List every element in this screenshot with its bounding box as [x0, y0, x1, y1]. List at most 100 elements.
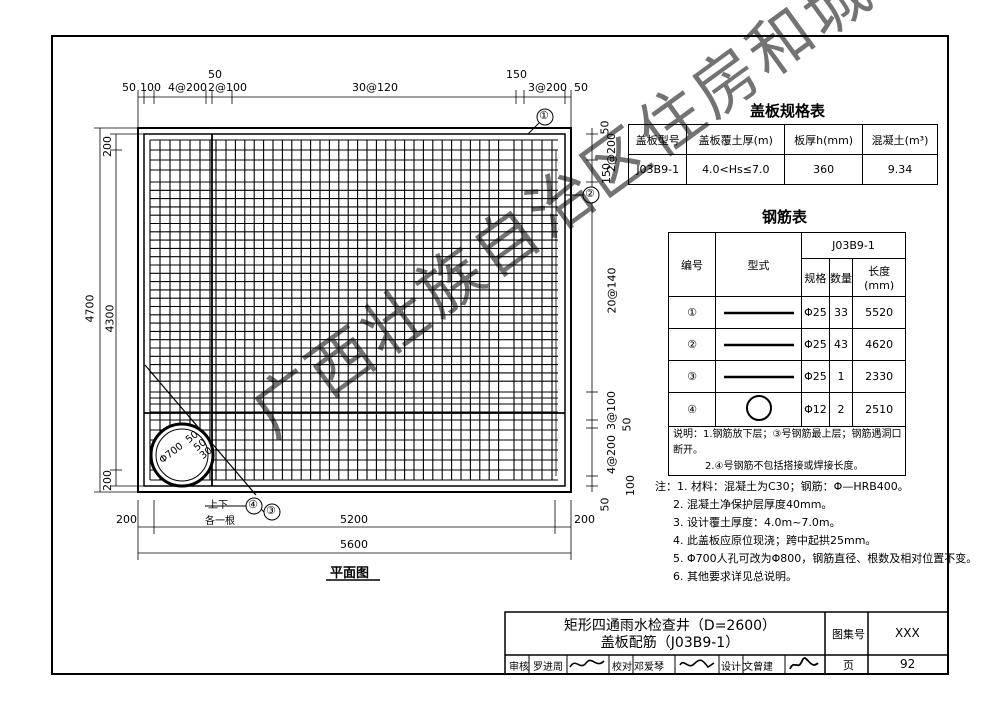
diagonal-trim-bar — [144, 364, 257, 496]
rebar-len: 5520 — [852, 296, 906, 329]
rebar-header-spec: 规格 — [801, 258, 830, 297]
rebar-header-group: J03B9-1 — [801, 232, 906, 259]
title-line-1: 矩形四通雨水检查井（D=2600） — [563, 618, 777, 634]
bubble-1: ① — [539, 109, 549, 122]
spec-cell-cover: 4.0<Hs≤7.0 — [686, 154, 786, 185]
dim-top-5: 2@100 — [208, 81, 247, 94]
dim-bottom-total: 5600 — [340, 538, 368, 551]
dim-top-3: 4@200 — [168, 81, 207, 94]
bubble-3: ③ — [266, 504, 276, 517]
rebar-no: ② — [668, 328, 716, 361]
rebar-qty: 1 — [828, 360, 854, 393]
dim-right-7: 4@200 — [605, 435, 618, 474]
check-signature — [679, 659, 715, 669]
bubble-4: ④ — [248, 498, 258, 511]
rebar-table-title: 钢筋表 — [762, 208, 808, 226]
rebar-header-shape: 型式 — [715, 232, 802, 297]
rebar-remark-1: 说明：1.钢筋放下层；③号钢筋最上层；钢筋遇洞口断开。 — [673, 429, 902, 456]
dim-right-8: 100 — [624, 475, 637, 496]
dim-right-4: 20@140 — [605, 267, 619, 314]
bubble-2: ② — [585, 187, 595, 200]
rebar-len: 2330 — [852, 360, 906, 393]
spec-header-thickness: 板厚h(mm) — [784, 124, 864, 155]
spec-cell-thickness: 360 — [784, 154, 864, 185]
rebar-len: 4620 — [852, 328, 906, 361]
rebar-spec: Φ12 — [801, 392, 830, 427]
dim-left-inner: 4300 — [103, 304, 117, 333]
dim-right-3: 150 — [600, 163, 613, 184]
dim-right-6: 50 — [620, 417, 634, 432]
atlas-number: XXX — [895, 626, 920, 640]
note-2: 2. 混凝土净保护层厚度40mm。 — [673, 498, 833, 511]
design-name: 文曾建 — [743, 662, 773, 673]
rebar-remark-2: 2.④号钢筋不包括搭接或焊接长度。 — [705, 461, 864, 472]
dim-bottom-right: 200 — [574, 513, 595, 526]
dim-bottom-left: 200 — [116, 513, 137, 526]
dim-top-8: 3@200 — [528, 81, 567, 94]
rebar-grid — [144, 134, 565, 486]
sheet-border — [51, 35, 949, 675]
dim-left-total: 4700 — [83, 294, 97, 323]
dimension-lines — [94, 90, 598, 560]
title-line-2: 盖板配筋（J03B9-1） — [600, 635, 740, 651]
dim-left-top: 200 — [101, 136, 114, 157]
rebar-remarks: 说明：1.钢筋放下层；③号钢筋最上层；钢筋遇洞口断开。 2.④号钢筋不包括搭接或… — [668, 426, 906, 476]
spec-header-concrete: 混凝土(m³) — [862, 124, 938, 155]
spec-table-title: 盖板规格表 — [750, 102, 826, 120]
rebar-header-qty: 数量 — [828, 258, 854, 297]
review-name: 罗进周 — [533, 662, 563, 673]
rebar-no: ④ — [668, 392, 716, 427]
page-number: 92 — [900, 657, 916, 671]
leader-note-1: 上下 — [208, 500, 228, 511]
rebar-no: ③ — [668, 360, 716, 393]
rebar-table: 编号 型式 J03B9-1 规格 数量 长度(mm) ① Φ25 33 5520… — [668, 232, 906, 476]
check-label: 校对 — [612, 662, 632, 673]
leader-note-2: 各一根 — [205, 516, 235, 527]
note-3: 3. 设计覆土厚度：4.0m~7.0m。 — [673, 516, 841, 529]
rebar-shape-straight — [715, 360, 802, 393]
signature-row-dividers — [528, 655, 786, 674]
manhole-opening — [149, 422, 215, 488]
atlas-label: 图集号 — [832, 628, 865, 641]
spec-header-type: 盖板型号 — [627, 124, 688, 155]
rebar-shape-ring — [715, 392, 802, 427]
rebar-shape-straight — [715, 296, 802, 329]
plan-caption: 平面图 — [330, 566, 370, 581]
dim-right-5: 3@100 — [605, 391, 618, 430]
spec-table: 盖板型号 盖板覆土厚(m) 板厚h(mm) 混凝土(m³) J03B9-1 4.… — [627, 124, 938, 185]
note-4: 4. 此盖板应原位现浇；跨中起拱25mm。 — [673, 534, 877, 547]
rebar-spec: Φ25 — [801, 360, 830, 393]
slab-outline — [137, 127, 572, 493]
spec-cell-type: J03B9-1 — [627, 154, 688, 185]
rebar-shape-straight — [715, 328, 802, 361]
dim-top-9: 50 — [574, 81, 588, 94]
page-label: 页 — [843, 659, 854, 672]
dim-right-9: 50 — [598, 497, 612, 512]
note-1: 注：1. 材料：混凝土为C30；钢筋：Φ—HRB400。 — [655, 480, 909, 493]
dim-top-6: 30@120 — [352, 81, 398, 94]
dim-top-2: 100 — [140, 81, 161, 94]
rebar-spec: Φ25 — [801, 328, 830, 361]
note-5: 5. Φ700人孔可改为Φ800，钢筋直径、根数及相对位置不变。 — [673, 552, 978, 565]
rebar-header-no: 编号 — [668, 232, 716, 297]
rebar-header-len: 长度(mm) — [852, 258, 906, 297]
spec-header-cover: 盖板覆土厚(m) — [686, 124, 786, 155]
note-6: 6. 其他要求详见总说明。 — [673, 570, 797, 583]
design-label: 设计 — [721, 662, 741, 673]
rebar-qty: 43 — [828, 328, 854, 361]
rebar-no: ① — [668, 296, 716, 329]
dim-top-4: 50 — [208, 68, 222, 81]
dim-top-7: 150 — [506, 68, 527, 81]
rebar-spec: Φ25 — [801, 296, 830, 329]
rebar-qty: 33 — [828, 296, 854, 329]
drawing-title: 矩形四通雨水检查井（D=2600） 盖板配筋（J03B9-1） — [520, 618, 820, 652]
title-block — [504, 611, 949, 675]
dim-bottom-inner: 5200 — [340, 513, 368, 526]
review-label: 审核 — [509, 662, 529, 673]
check-name: 邓爱琴 — [634, 662, 664, 673]
dim-left-bottom: 200 — [101, 470, 114, 491]
review-signature — [569, 659, 605, 668]
rebar-len: 2510 — [852, 392, 906, 427]
reference-bubbles — [205, 108, 600, 521]
